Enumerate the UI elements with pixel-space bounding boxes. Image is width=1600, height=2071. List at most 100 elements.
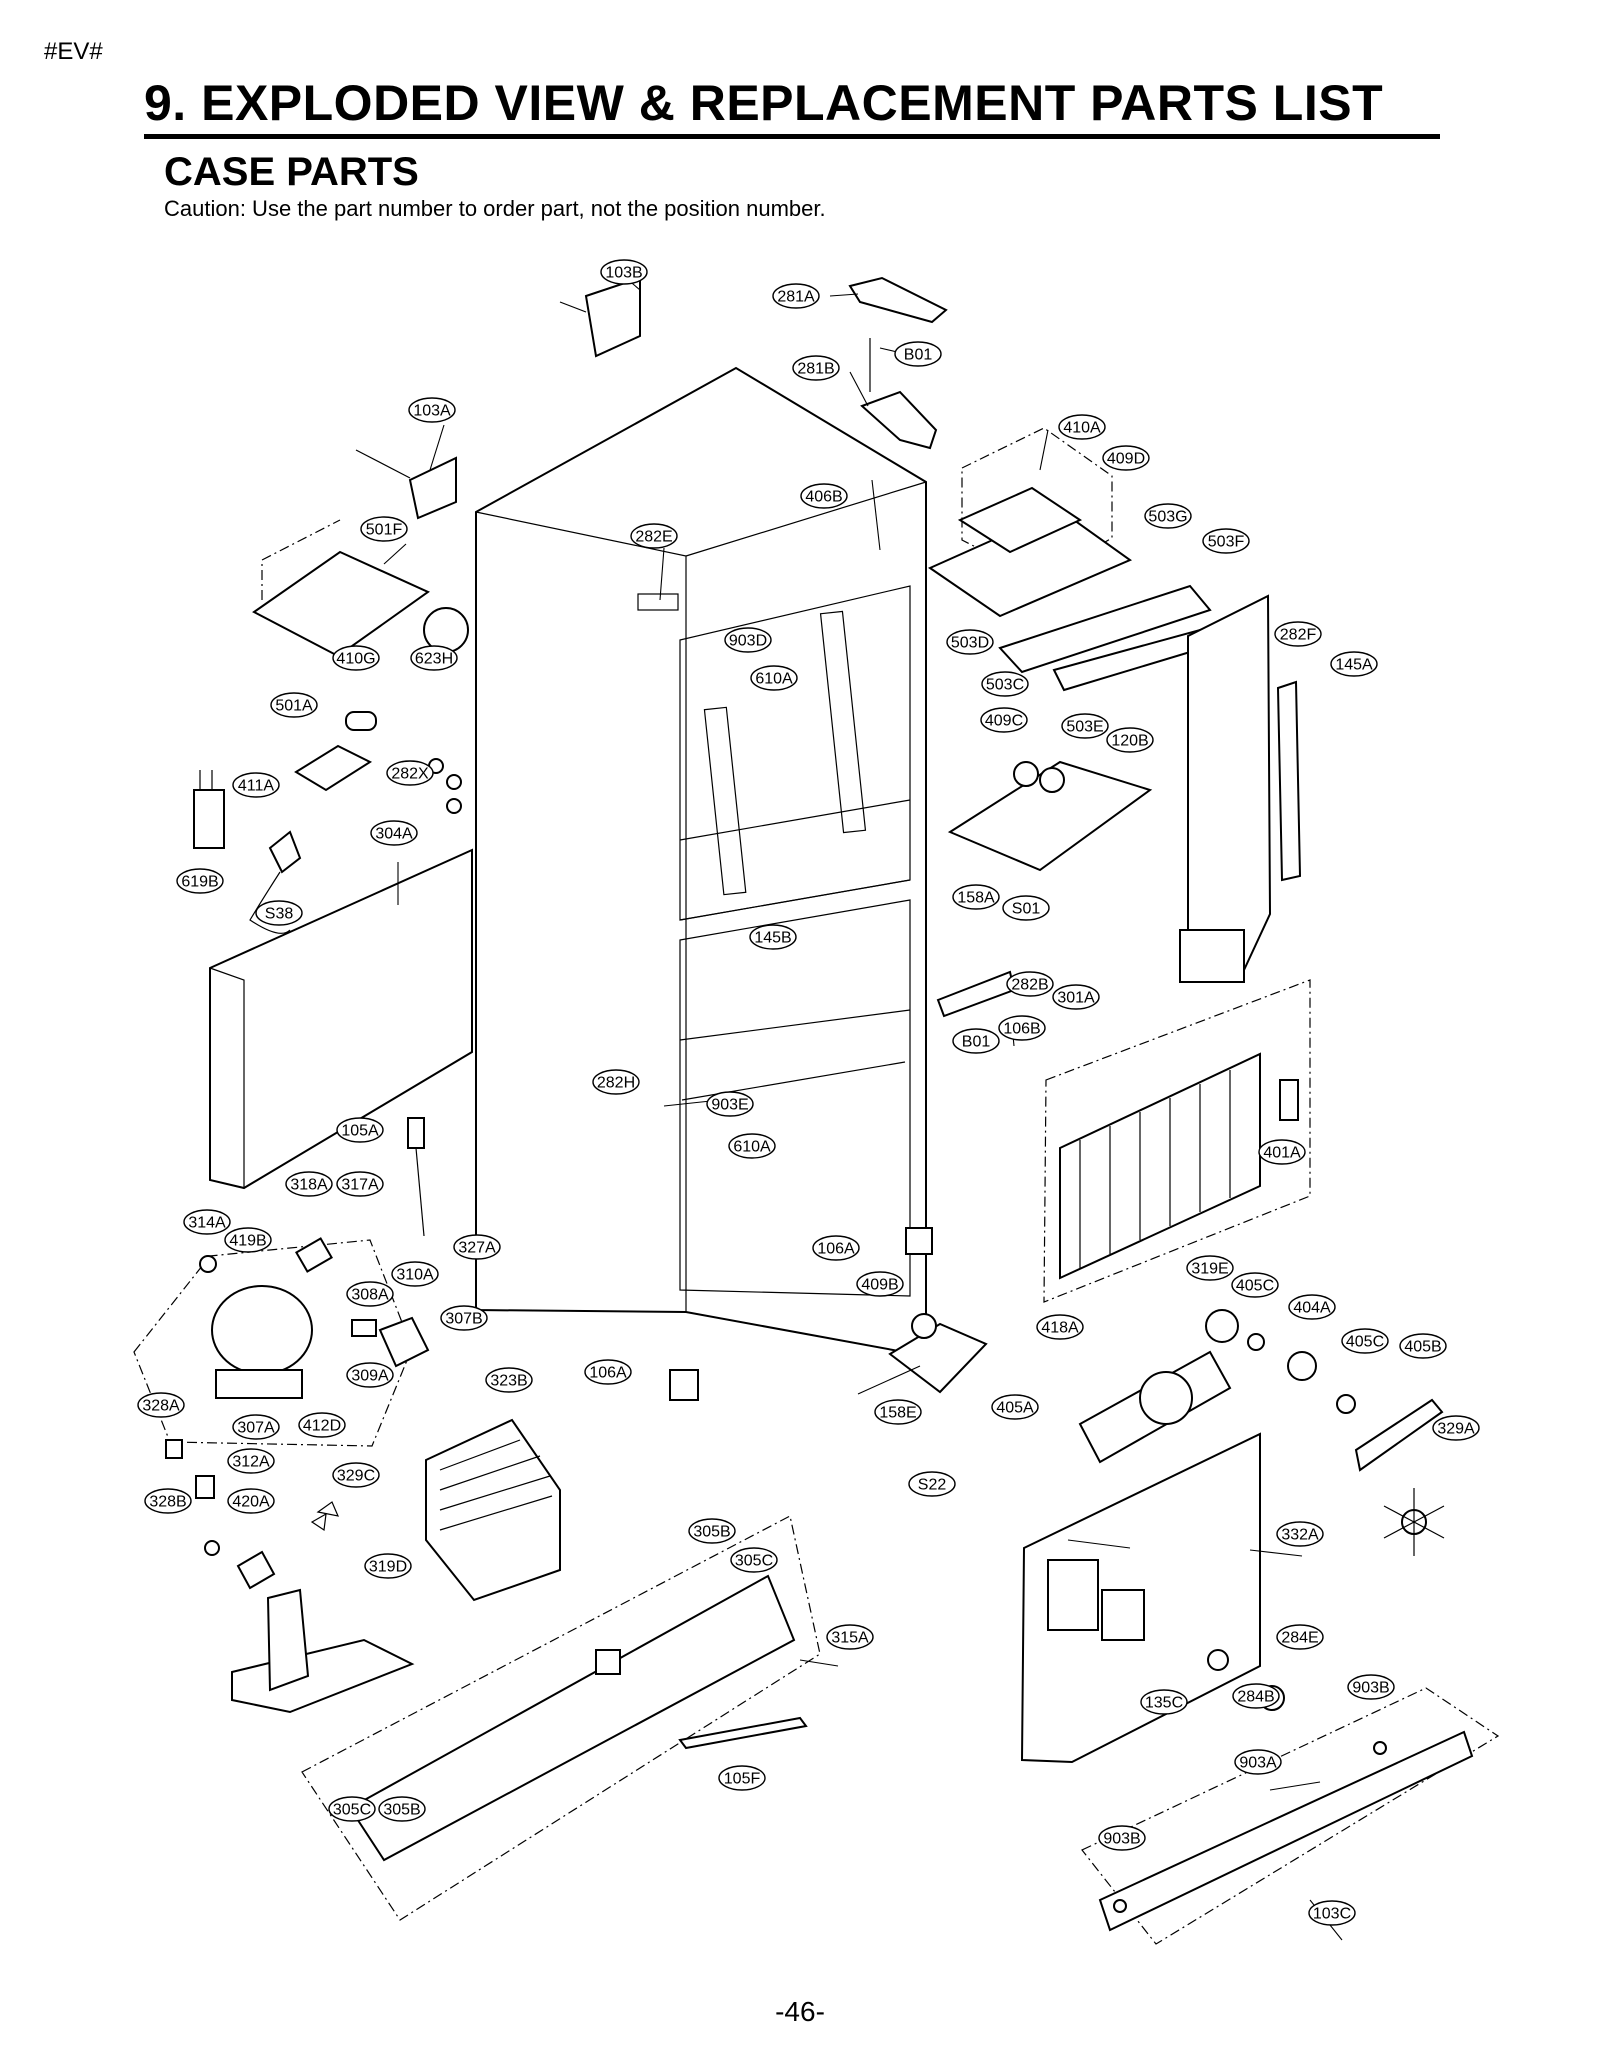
callout-text: S38: [265, 906, 294, 923]
callout-405c: 405C: [1341, 1328, 1389, 1354]
callout-158a: 158A: [952, 884, 1000, 910]
callout-106a: 106A: [812, 1235, 860, 1261]
callout-405c: 405C: [1231, 1272, 1279, 1298]
callout-282f: 282F: [1274, 621, 1322, 647]
callout-text: 307A: [237, 1420, 275, 1437]
callout-text: 412D: [303, 1418, 341, 1435]
callout-text: 903D: [729, 633, 767, 650]
callout-text: 103C: [1313, 1906, 1351, 1923]
callout-text: 409D: [1107, 451, 1145, 468]
callout-text: 319E: [1191, 1261, 1228, 1278]
duct-120b: [1179, 594, 1302, 983]
callout-103a: 103A: [408, 397, 456, 423]
callout-329c: 329C: [332, 1462, 380, 1488]
callout-405b: 405B: [1399, 1333, 1447, 1359]
callout-282h: 282H: [592, 1069, 640, 1095]
title-rule: [144, 134, 1440, 139]
callout-text: 503E: [1066, 719, 1103, 736]
callout-282b: 282B: [1006, 971, 1054, 997]
callout-text: 501A: [275, 698, 313, 715]
callout-text: 284E: [1281, 1630, 1318, 1647]
callout-503d: 503D: [946, 629, 994, 655]
fan-bracket-405a: [1078, 1350, 1232, 1464]
compressor-group: [133, 1237, 430, 1590]
callout-301a: 301A: [1052, 984, 1100, 1010]
caps-282x: [428, 758, 462, 814]
callout-319e: 319E: [1186, 1255, 1234, 1281]
callout-text: 323B: [490, 1373, 527, 1390]
callout-412d: 412D: [298, 1412, 346, 1438]
callout-text: B01: [904, 347, 933, 364]
callout-text: 310A: [396, 1267, 434, 1284]
callout-318a: 318A: [285, 1171, 333, 1197]
document-tag: #EV#: [44, 38, 103, 65]
callout-419b: 419B: [224, 1227, 272, 1253]
callout-text: 301A: [1057, 990, 1095, 1007]
callout-305b: 305B: [688, 1518, 736, 1544]
callout-text: 158E: [879, 1405, 916, 1422]
callout-text: 418A: [1041, 1320, 1079, 1337]
callout-text: 411A: [238, 778, 275, 795]
callout-text: 106A: [589, 1365, 627, 1382]
callout-text: 317A: [341, 1177, 379, 1194]
callout-text: 282X: [391, 766, 429, 783]
callout-305c: 305C: [328, 1796, 376, 1822]
callout-284e: 284E: [1276, 1624, 1324, 1650]
callout-903e: 903E: [706, 1091, 754, 1117]
callout-309a: 309A: [346, 1362, 394, 1388]
callout-106a: 106A: [584, 1359, 632, 1385]
callout-text: B01: [962, 1034, 991, 1051]
callout-text: 623H: [415, 651, 453, 668]
callout-text: 318A: [290, 1177, 328, 1194]
callout-text: 409C: [985, 713, 1023, 730]
callout-305c: 305C: [730, 1547, 778, 1573]
callout-text: 105F: [724, 1771, 761, 1788]
callout-409d: 409D: [1102, 445, 1150, 471]
callout-text: 332A: [1281, 1527, 1319, 1544]
callout-text: 503F: [1208, 534, 1245, 551]
callout-text: 282F: [1280, 627, 1317, 644]
callout-text: 903B: [1103, 1831, 1140, 1848]
callout-text: 329A: [1437, 1421, 1475, 1438]
callout-b01: B01: [894, 341, 942, 367]
callout-304a: 304A: [370, 820, 418, 846]
callout-text: 312A: [232, 1454, 270, 1471]
callout-text: 305C: [333, 1802, 371, 1819]
callout-text: 305C: [735, 1553, 773, 1570]
callout-619b: 619B: [176, 868, 224, 894]
callout-text: 903B: [1352, 1680, 1389, 1697]
cover-plate-501f: [252, 519, 430, 658]
callout-text: 503C: [986, 677, 1024, 694]
callout-text: 503G: [1148, 509, 1187, 526]
callout-text: 404A: [1293, 1300, 1331, 1317]
callout-text: S01: [1012, 901, 1041, 918]
callout-text: 327A: [458, 1240, 496, 1257]
evaporator-301a: [1043, 979, 1311, 1303]
callout-text: 405A: [996, 1400, 1034, 1417]
callout-405a: 405A: [991, 1394, 1039, 1420]
callout-610a: 610A: [728, 1133, 776, 1159]
callout-text: 903A: [1239, 1755, 1277, 1772]
callout-text: 308A: [351, 1287, 389, 1304]
callout-329a: 329A: [1432, 1415, 1480, 1441]
harness-619b: [193, 770, 225, 849]
callout-503c: 503C: [981, 671, 1029, 697]
water-valve-105a: [407, 1117, 425, 1237]
caution-note: Caution: Use the part number to order pa…: [164, 196, 826, 221]
callout-323b: 323B: [485, 1367, 533, 1393]
callout-145b: 145B: [749, 924, 797, 950]
callout-282x: 282X: [386, 760, 434, 786]
callout-332a: 332A: [1276, 1521, 1324, 1547]
callout-610a: 610A: [750, 665, 798, 691]
pcb-501a: [294, 744, 373, 792]
callout-s38: S38: [255, 900, 303, 926]
callout-305b: 305B: [378, 1796, 426, 1822]
callout-text: 120B: [1111, 733, 1148, 750]
callout-text: 282B: [1011, 977, 1048, 994]
callout-409c: 409C: [980, 707, 1028, 733]
callout-410g: 410G: [332, 645, 380, 671]
callout-503g: 503G: [1144, 503, 1192, 529]
callout-text: 610A: [755, 671, 793, 688]
callout-text: 503D: [951, 635, 989, 652]
callout-411a: 411A: [232, 772, 280, 798]
